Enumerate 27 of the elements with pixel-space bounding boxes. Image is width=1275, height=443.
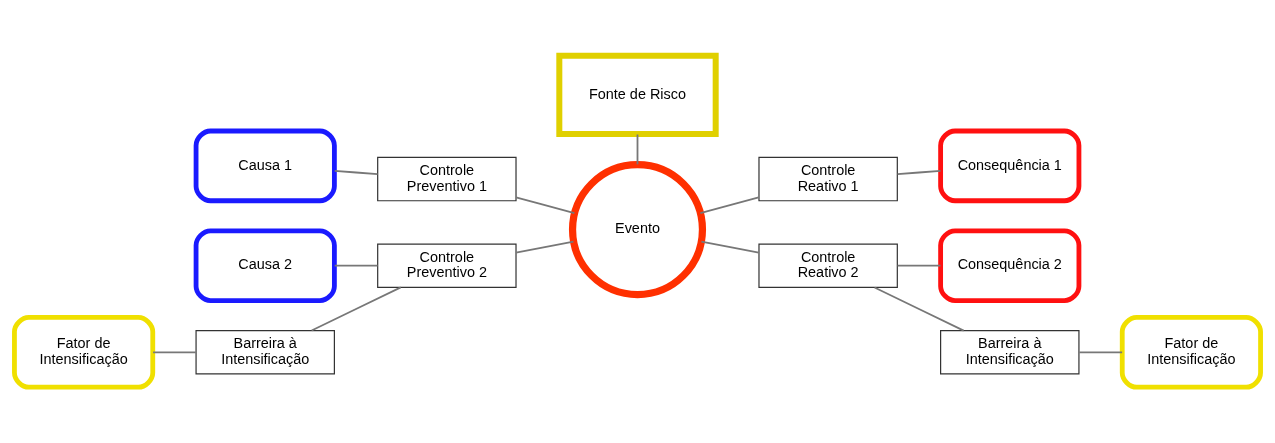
node-box: Barreira à Intensificação — [195, 330, 335, 375]
connector — [310, 286, 402, 332]
node-box: Fator de Intensificação — [1119, 315, 1263, 390]
node-box: Causa 2 — [193, 228, 337, 303]
node-box: Controle Reativo 2 — [758, 243, 898, 288]
node-box: Barreira à Intensificação — [940, 330, 1080, 375]
connector — [515, 196, 576, 214]
node-box: Consequência 1 — [938, 128, 1082, 204]
connector — [896, 170, 942, 175]
connector — [152, 351, 197, 354]
node-circle: Evento — [568, 161, 707, 299]
node-box: Consequência 2 — [938, 228, 1082, 303]
connector — [699, 196, 760, 214]
connector — [333, 264, 379, 267]
connector — [1078, 351, 1123, 354]
connector — [896, 264, 942, 267]
connector — [700, 240, 760, 254]
node-box: Fonte de Risco — [556, 52, 719, 137]
connector — [636, 133, 639, 166]
connector — [515, 240, 575, 254]
connector — [873, 286, 965, 332]
node-box: Controle Preventivo 1 — [377, 156, 517, 202]
node-box: Fator de Intensificação — [12, 315, 156, 390]
connector — [333, 170, 379, 175]
node-box: Controle Preventivo 2 — [377, 243, 517, 288]
node-box: Controle Reativo 1 — [758, 156, 898, 202]
node-box: Causa 1 — [193, 128, 337, 204]
